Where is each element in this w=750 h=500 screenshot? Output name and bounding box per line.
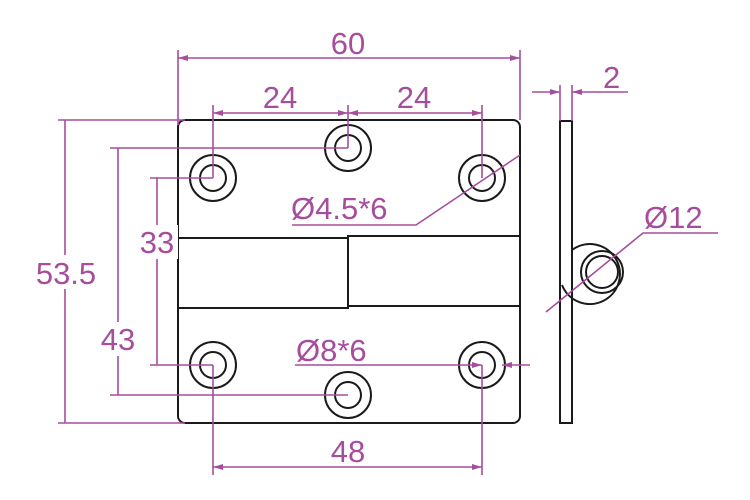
dim-overall-height: 53.5 — [36, 256, 96, 291]
hinge-plate — [177, 119, 521, 424]
knuckle-band — [178, 235, 520, 309]
dim-bottom-hole-spacing: 48 — [331, 434, 365, 469]
dim-hole-pitch-left: 24 — [263, 80, 297, 115]
dimension-lines — [58, 50, 718, 475]
side-plate — [559, 120, 573, 424]
dim-inner-hole-vertical: 33 — [140, 225, 174, 260]
dim-outer-hole-vertical: 43 — [101, 322, 135, 357]
dim-knuckle-diameter: Ø12 — [644, 200, 703, 235]
knuckle-curl — [561, 243, 621, 306]
callout-small-hole: Ø4.5*6 — [291, 191, 388, 226]
callout-countersink: Ø8*6 — [296, 333, 367, 368]
side-view — [559, 120, 624, 424]
dim-hole-pitch-right: 24 — [397, 80, 431, 115]
dim-thickness: 2 — [603, 60, 620, 95]
front-view — [177, 119, 521, 424]
dim-overall-width: 60 — [331, 26, 365, 61]
